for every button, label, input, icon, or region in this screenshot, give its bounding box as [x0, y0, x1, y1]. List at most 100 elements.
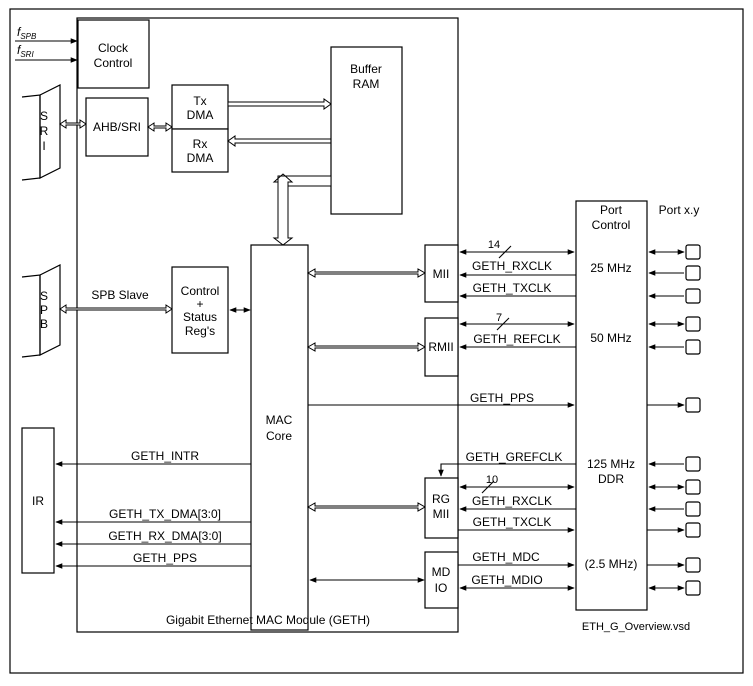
port-pin-icon — [685, 397, 701, 413]
svg-text:7: 7 — [496, 312, 502, 324]
port-xy-label: Port x.y — [659, 203, 700, 217]
rx-dma-block: Rx DMA — [171, 128, 229, 173]
mii-bus-signal: 14 — [459, 239, 575, 259]
svg-text:GETH_RXCLK: GETH_RXCLK — [472, 494, 552, 508]
control-status-block: Control + Status Reg's — [171, 266, 229, 354]
spb-bus: S P B — [21, 264, 61, 358]
mdio-block: MD IO — [424, 551, 459, 609]
svg-text:IR: IR — [32, 494, 44, 508]
svg-text:S: S — [40, 289, 48, 303]
svg-text:Control: Control — [181, 284, 220, 298]
mii-block: MII — [424, 244, 459, 303]
outer-frame — [9, 8, 744, 674]
tx-dma-block: Tx DMA — [171, 84, 229, 130]
svg-text:Control: Control — [94, 56, 133, 70]
ir-block: IR — [21, 427, 55, 574]
sri-link-arrow — [59, 119, 87, 129]
svg-text:GETH_MDC: GETH_MDC — [472, 550, 540, 564]
svg-text:Status: Status — [183, 310, 217, 324]
svg-text:RG: RG — [432, 492, 450, 506]
geth-tx-dma-signal: GETH_TX_DMA[3:0] — [55, 507, 251, 525]
svg-text:Tx: Tx — [193, 94, 206, 108]
geth-rx-dma-signal: GETH_RX_DMA[3:0] — [55, 529, 251, 547]
port-pin-icon — [685, 522, 701, 538]
port-pin-icon — [685, 456, 701, 472]
svg-text:Rx: Rx — [193, 137, 208, 151]
buffer-to-rx-dma-arrow — [227, 135, 332, 147]
svg-text:GETH_TXCLK: GETH_TXCLK — [473, 281, 552, 295]
svg-text:RAM: RAM — [353, 77, 380, 91]
rmii-bus-signal: 7 — [459, 312, 575, 331]
rgmii-block: RG MII — [424, 477, 459, 539]
svg-text:AHB/SRI: AHB/SRI — [93, 120, 141, 134]
svg-text:Buffer: Buffer — [350, 62, 382, 76]
f-sri-input: fSRI — [15, 43, 78, 63]
svg-text:fSRI: fSRI — [17, 43, 34, 59]
mii-frequency: 25 MHz — [590, 261, 631, 275]
rgmii-txclk-signal: GETH_TXCLK — [458, 515, 575, 533]
svg-text:RMII: RMII — [428, 340, 453, 354]
svg-text:GETH_MDIO: GETH_MDIO — [471, 573, 542, 587]
svg-text:P: P — [40, 303, 48, 317]
port-pin-icon — [685, 288, 701, 304]
svg-text:GETH_PPS: GETH_PPS — [133, 551, 197, 565]
port-pin-icon — [685, 479, 701, 495]
svg-text:MII: MII — [433, 507, 450, 521]
svg-text:GETH_TXCLK: GETH_TXCLK — [473, 515, 552, 529]
svg-text:Core: Core — [266, 429, 292, 443]
port-pin-icon — [685, 339, 701, 355]
mac-core-block: MAC Core — [250, 244, 309, 631]
buffer-ram-block: Buffer RAM — [330, 46, 403, 215]
svg-text:Port: Port — [600, 203, 623, 217]
svg-text:GETH_RXCLK: GETH_RXCLK — [472, 259, 552, 273]
mdio-frequency: (2.5 MHz) — [585, 557, 638, 571]
svg-text:fSPB: fSPB — [17, 25, 37, 41]
rgmii-ddr: DDR — [598, 472, 624, 486]
svg-text:GETH_TX_DMA[3:0]: GETH_TX_DMA[3:0] — [109, 507, 221, 521]
svg-text:14: 14 — [488, 239, 500, 251]
svg-text:GETH_RX_DMA[3:0]: GETH_RX_DMA[3:0] — [108, 529, 221, 543]
geth-mdc-signal: GETH_MDC — [458, 550, 575, 568]
geth-pps-left-signal: GETH_PPS — [55, 551, 251, 569]
ahb-sri-block: AHB/SRI — [85, 97, 149, 157]
rgmii-bus-signal: 10 — [459, 474, 575, 494]
mii-txclk-signal: GETH_TXCLK — [459, 281, 576, 299]
svg-text:MAC: MAC — [266, 413, 293, 427]
svg-text:GETH_GREFCLK: GETH_GREFCLK — [466, 450, 563, 464]
svg-text:R: R — [40, 124, 49, 138]
svg-text:DMA: DMA — [187, 151, 214, 165]
svg-text:MII: MII — [433, 267, 450, 281]
file-name-caption: ETH_G_Overview.vsd — [582, 621, 690, 633]
svg-text:DMA: DMA — [187, 108, 214, 122]
svg-text:Control: Control — [592, 218, 631, 232]
svg-text:IO: IO — [435, 581, 448, 595]
rmii-frequency: 50 MHz — [590, 331, 631, 345]
rgmii-grefclk-signal: GETH_GREFCLK — [438, 450, 576, 477]
port-pin-icon — [685, 316, 701, 332]
svg-text:MD: MD — [432, 565, 451, 579]
port-pin-icon — [685, 557, 701, 573]
svg-text:10: 10 — [486, 474, 498, 486]
rmii-refclk-signal: GETH_REFCLK — [459, 332, 576, 350]
svg-text:GETH_INTR: GETH_INTR — [131, 449, 199, 463]
port-pin-icon — [685, 501, 701, 517]
f-spb-input: fSPB — [15, 25, 78, 44]
clock-control-block: Clock Control — [77, 19, 150, 89]
geth-pps-right-signal: GETH_PPS — [308, 391, 575, 408]
svg-text:Reg's: Reg's — [185, 324, 215, 338]
geth-intr-signal: GETH_INTR — [55, 449, 251, 467]
rgmii-rxclk-signal: GETH_RXCLK — [459, 494, 576, 512]
svg-text:GETH_REFCLK: GETH_REFCLK — [473, 332, 560, 346]
geth-mdio-signal: GETH_MDIO — [459, 573, 575, 591]
port-pins — [647, 244, 701, 596]
port-control-block: Port Control 25 MHz 50 MHz 125 MHz DDR (… — [575, 200, 648, 611]
svg-text:Clock: Clock — [98, 41, 129, 55]
spb-slave-label: SPB Slave — [91, 288, 149, 302]
svg-text:GETH_PPS: GETH_PPS — [470, 391, 534, 405]
mii-rxclk-signal: GETH_RXCLK — [459, 259, 576, 278]
port-pin-icon — [685, 244, 701, 260]
port-pin-icon — [685, 580, 701, 596]
module-caption: Gigabit Ethernet MAC Module (GETH) — [166, 613, 370, 627]
